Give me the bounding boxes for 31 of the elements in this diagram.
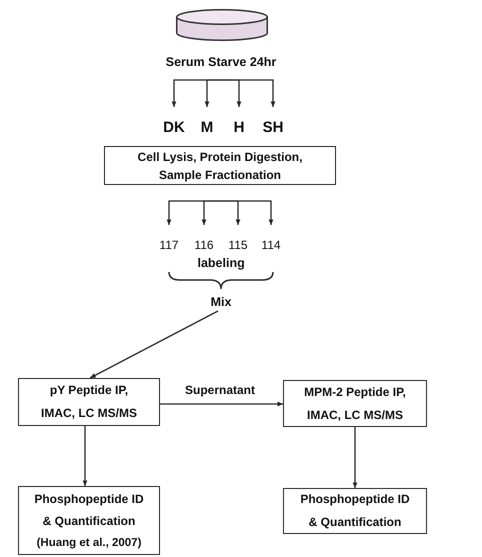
- arrow: [352, 427, 358, 488]
- arrow: [204, 79, 221, 108]
- sample-label: H: [234, 119, 244, 136]
- box-text: MPM-2 Peptide IP, IMAC, LC MS/MS: [303, 384, 407, 424]
- step-label: Mix: [210, 295, 232, 309]
- arrow: [221, 79, 276, 108]
- arrow: [160, 402, 284, 406]
- box-text: Phosphopeptide ID & Quantification: [33, 490, 145, 530]
- edge-label: Supernatant: [185, 383, 256, 397]
- box-text: Cell Lysis, Protein Digestion, Sample Fractionation: [136, 148, 304, 184]
- citation: (Huang et al., 2007): [36, 536, 142, 550]
- process-box: [104, 146, 336, 185]
- channel-label: 114: [261, 239, 281, 252]
- arrow: [202, 200, 220, 226]
- box-text: pY Peptide IP, IMAC, LC MS/MS: [40, 382, 138, 422]
- process-box: [18, 486, 160, 555]
- sample-label: M: [200, 119, 214, 136]
- channel-label: 115: [228, 239, 248, 252]
- step-label: labeling: [198, 256, 245, 270]
- sample-label: SH: [262, 119, 284, 136]
- arrow: [82, 426, 88, 486]
- box-text: Phosphopeptide ID & Quantification: [299, 491, 411, 531]
- arrow: [220, 200, 274, 226]
- process-box: [18, 378, 160, 426]
- arrow: [90, 310, 218, 379]
- step-caption: Serum Starve 24hr: [166, 55, 276, 69]
- process-box: [283, 380, 427, 427]
- process-box: [283, 488, 427, 534]
- sample-label: DK: [163, 119, 185, 136]
- channel-label: 116: [194, 239, 214, 252]
- channel-label: 117: [159, 239, 179, 252]
